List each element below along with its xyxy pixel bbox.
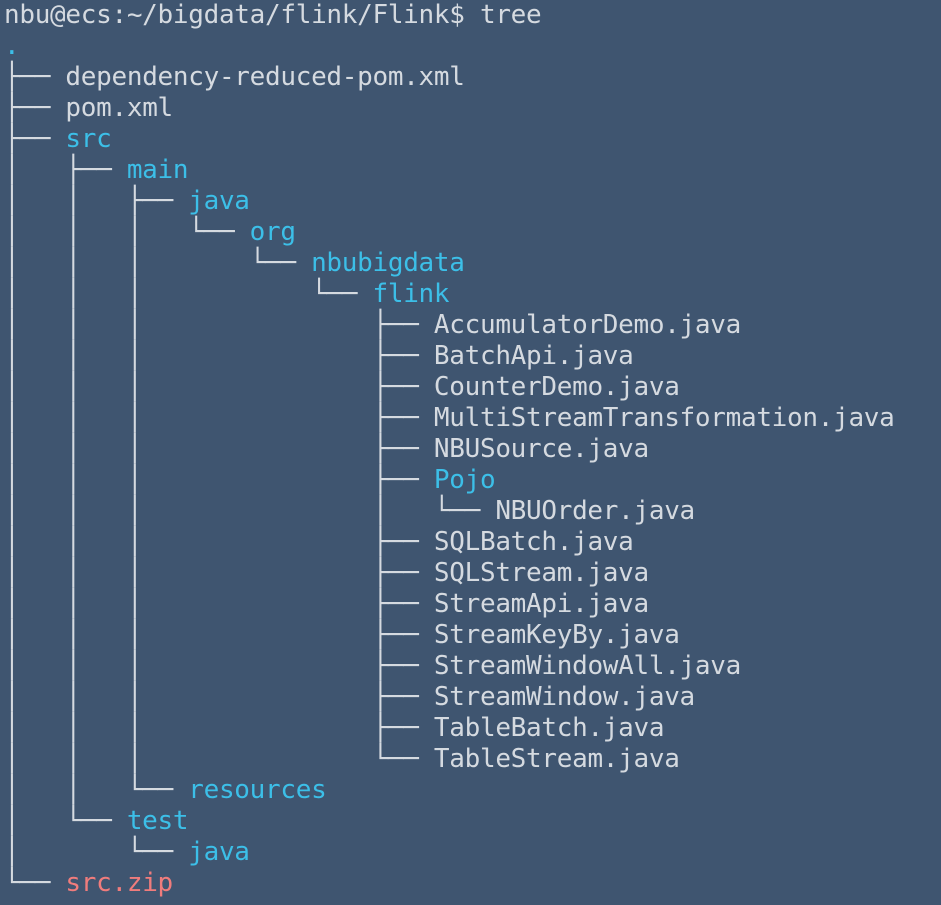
tree-line: │ │ │ ├── CounterDemo.java [4,372,680,403]
prompt-ps1: nbu@ecs:~/bigdata/flink/Flink$ [4,0,465,30]
tree-file-name: StreamApi.java [433,589,649,619]
tree-file-name: StreamWindowAll.java [433,651,741,681]
tree-branch-prefix: │ │ │ ├── [4,620,434,650]
tree-file-name: TableBatch.java [433,713,665,743]
tree-line: │ │ │ ├── StreamWindowAll.java [4,651,741,682]
tree-file-name: dependency-reduced-pom.xml [65,62,465,92]
tree-file-name: pom.xml [65,93,173,123]
tree-branch-prefix: │ │ │ ├── [4,651,434,681]
tree-line: . [4,31,20,62]
tree-branch-prefix: │ │ │ └── [4,248,312,278]
tree-file-name: TableStream.java [433,744,680,774]
tree-branch-prefix: │ │ │ └── [4,744,434,774]
tree-file-name: CounterDemo.java [433,372,680,402]
tree-line: │ │ └── resources [4,775,327,806]
tree-directory-name: test [126,806,189,836]
tree-file-name: StreamKeyBy.java [433,620,680,650]
tree-branch-prefix: │ │ │ ├── [4,713,434,743]
tree-branch-prefix: │ │ │ ├── [4,589,434,619]
tree-line: ├── pom.xml [4,93,173,124]
tree-line: │ │ │ ├── TableBatch.java [4,713,665,744]
tree-line: │ │ │ ├── StreamKeyBy.java [4,620,680,651]
tree-line: │ │ │ ├── AccumulatorDemo.java [4,310,741,341]
tree-line: └── src.zip [4,868,173,899]
tree-file-name: BatchApi.java [433,341,634,371]
tree-line: │ │ │ ├── Pojo [4,465,496,496]
prompt-line: nbu@ecs:~/bigdata/flink/Flink$ tree [4,0,542,31]
tree-file-name: NBUSource.java [433,434,649,464]
tree-branch-prefix: ├── [4,62,66,92]
tree-branch-prefix: │ │ │ └── [4,217,250,247]
tree-branch-prefix: │ │ │ ├── [4,682,434,712]
tree-directory-name: src [65,124,112,154]
tree-branch-prefix: │ └── [4,837,189,867]
tree-line: │ └── java [4,837,250,868]
tree-branch-prefix: ├── [4,124,66,154]
tree-file-name: MultiStreamTransformation.java [433,403,895,433]
tree-file-name: StreamWindow.java [433,682,695,712]
tree-line: │ │ │ ├── StreamWindow.java [4,682,695,713]
tree-archive-name: src.zip [65,868,173,898]
tree-branch-prefix: │ │ │ ├── [4,403,434,433]
tree-directory-name: Pojo [433,465,496,495]
tree-root-dot: . [4,31,20,61]
tree-branch-prefix: ├── [4,93,66,123]
tree-branch-prefix: │ │ │ ├── [4,341,434,371]
tree-file-name: AccumulatorDemo.java [433,310,741,340]
tree-line: │ │ │ ├── SQLStream.java [4,558,649,589]
tree-line: │ │ │ │ └── NBUOrder.java [4,496,695,527]
tree-branch-prefix: │ │ ├── [4,186,189,216]
tree-directory-name: main [126,155,189,185]
tree-line: │ │ │ ├── BatchApi.java [4,341,634,372]
tree-branch-prefix: │ └── [4,806,127,836]
tree-file-name: NBUOrder.java [495,496,695,526]
tree-branch-prefix: │ ├── [4,155,127,185]
tree-branch-prefix: │ │ │ └── [4,279,373,309]
tree-directory-name: java [188,837,250,867]
tree-branch-prefix: │ │ │ ├── [4,558,434,588]
tree-line: │ │ │ └── nbubigdata [4,248,465,279]
prompt-command: tree [479,0,542,30]
tree-line: │ ├── main [4,155,189,186]
tree-file-name: SQLStream.java [433,558,649,588]
tree-branch-prefix: │ │ │ ├── [4,310,434,340]
tree-line: │ │ ├── java [4,186,250,217]
tree-line: │ │ │ ├── NBUSource.java [4,434,649,465]
tree-branch-prefix: │ │ │ ├── [4,465,434,495]
tree-line: │ │ │ └── org [4,217,296,248]
tree-line: │ │ │ ├── MultiStreamTransformation.java [4,403,895,434]
tree-line: ├── src [4,124,112,155]
tree-branch-prefix: │ │ │ ├── [4,372,434,402]
tree-directory-name: java [188,186,250,216]
tree-line: │ │ │ └── TableStream.java [4,744,680,775]
tree-line: ├── dependency-reduced-pom.xml [4,62,465,93]
tree-line: │ │ │ ├── StreamApi.java [4,589,649,620]
tree-branch-prefix: │ │ │ ├── [4,527,434,557]
tree-line: │ └── test [4,806,189,837]
tree-branch-prefix: │ │ │ │ └── [4,496,496,526]
tree-line: │ │ │ └── flink [4,279,450,310]
tree-branch-prefix: │ │ └── [4,775,189,805]
tree-directory-name: resources [188,775,327,805]
tree-branch-prefix: │ │ │ ├── [4,434,434,464]
tree-branch-prefix: └── [4,868,66,898]
tree-directory-name: flink [372,279,450,309]
tree-directory-name: nbubigdata [311,248,465,278]
tree-line: │ │ │ ├── SQLBatch.java [4,527,634,558]
tree-file-name: SQLBatch.java [433,527,634,557]
tree-directory-name: org [249,217,296,247]
